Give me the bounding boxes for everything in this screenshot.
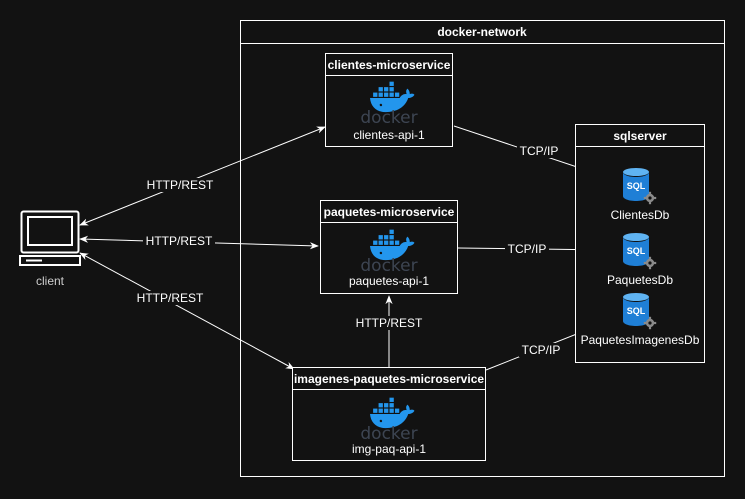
database-label: PaquetesDb: [607, 273, 673, 287]
client-label: client: [36, 274, 65, 288]
paquetes-microservice: paquetes-microservice docker paquetes-ap…: [320, 200, 458, 294]
docker-icon: docker: [360, 397, 418, 444]
database-clientesdb: ClientesDb: [611, 168, 670, 222]
database-paquetesimagenesdb: PaquetesImagenesDb: [581, 293, 700, 347]
edge-client-clientes: [79, 126, 326, 226]
edge-label-client-paquetes: HTTP/REST: [146, 234, 213, 248]
clientes-microservice: clientes-microservice docker clientes-ap…: [325, 53, 453, 147]
network-title: docker-network: [437, 25, 527, 39]
edge-label-paquetes-db: TCP/IP: [508, 242, 547, 256]
docker-wordmark: docker: [360, 108, 417, 128]
edge-label-client-imagenes: HTTP/REST: [137, 291, 204, 305]
database-label: ClientesDb: [611, 208, 670, 222]
imagenes-paquetes-microservice: imagenes-paquetes-microservice docker im…: [292, 367, 486, 461]
paquetes-container-label: paquetes-api-1: [349, 274, 429, 288]
sqlserver-container: sqlserver ClientesDb PaquetesDb Paquetes…: [575, 124, 705, 363]
edge-label-imagenes-paquetes: HTTP/REST: [356, 316, 423, 330]
edge-labels: HTTP/REST HTTP/REST HTTP/REST HTTP/REST …: [134, 144, 563, 357]
docker-wordmark: docker: [360, 256, 417, 276]
paquetes-title: paquetes-microservice: [324, 205, 455, 219]
database-paquetesdb: PaquetesDb: [607, 233, 673, 287]
docker-wordmark: docker: [360, 424, 417, 444]
edge-client-imagenes: [79, 252, 295, 370]
clientes-title: clientes-microservice: [328, 58, 451, 72]
computer-icon: [19, 210, 81, 266]
clientes-container-label: clientes-api-1: [353, 128, 425, 142]
edge-label-clientes-db: TCP/IP: [520, 144, 559, 158]
database-label: PaquetesImagenesDb: [581, 333, 700, 347]
edge-label-imagenes-db: TCP/IP: [522, 343, 561, 357]
imagenes-title: imagenes-paquetes-microservice: [294, 372, 484, 386]
docker-icon: docker: [360, 81, 418, 128]
imagenes-container-label: img-paq-api-1: [352, 442, 426, 456]
client-node: client: [19, 210, 81, 288]
edge-label-client-clientes: HTTP/REST: [147, 178, 214, 192]
sqlserver-title: sqlserver: [613, 129, 667, 143]
docker-icon: docker: [360, 229, 418, 276]
